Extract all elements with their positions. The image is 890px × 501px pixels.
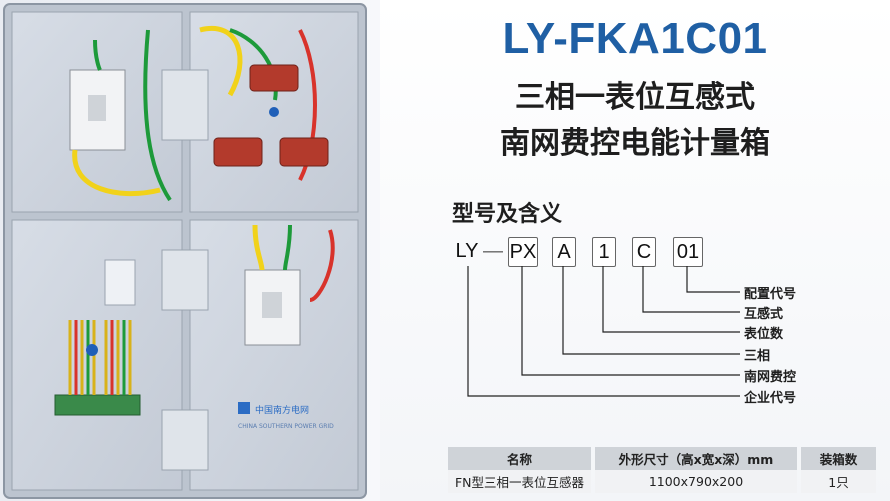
header-name: 名称 [448, 447, 591, 470]
header-quantity: 装箱数 [801, 447, 876, 470]
logo-subtext: CHINA SOUTHERN POWER GRID [238, 423, 334, 430]
cell-name: FN型三相一表位互感器 [448, 470, 591, 493]
code-segment-a: A [552, 237, 576, 267]
logo-text: 中国南方电网 [255, 404, 309, 416]
product-photo: 中国南方电网 CHINA SOUTHERN POWER GRID [0, 0, 380, 501]
legend-config-code: 配置代号 [744, 287, 797, 302]
product-title: LY-FKA1C01 [502, 14, 768, 63]
code-prefix: LY [455, 240, 479, 262]
code-dash: — [483, 240, 503, 262]
table-row: FN型三相一表位互感器 1100x790x200 1只 [448, 470, 876, 493]
model-meaning-heading: 型号及含义 [452, 202, 563, 227]
product-info-panel: LY-FKA1C01 三相一表位互感式 南网费控电能计量箱 型号及含义 LY —… [380, 0, 890, 501]
legend-transformer-type: 互感式 [744, 307, 784, 322]
subtitle-line-2: 南网费控电能计量箱 [500, 126, 770, 161]
legend-meter-positions: 表位数 [744, 327, 784, 342]
code-connector-lines [467, 266, 740, 397]
code-segment-01: 01 [673, 237, 703, 267]
code-segment-c: C [632, 237, 656, 267]
spec-table-header: 名称 外形尺寸（高x宽x深）mm 装箱数 [448, 447, 876, 470]
legend-three-phase: 三相 [744, 349, 771, 364]
header-dimensions: 外形尺寸（高x宽x深）mm [595, 447, 797, 470]
code-segment-1: 1 [592, 237, 616, 267]
code-segment-px: PX [508, 237, 538, 267]
legend-prepaid-control: 南网费控 [744, 370, 797, 385]
subtitle-line-1: 三相一表位互感式 [515, 80, 755, 115]
cell-quantity: 1只 [801, 470, 876, 493]
meter-box-illustration: 中国南方电网 CHINA SOUTHERN POWER GRID [3, 3, 367, 499]
legend-company-code: 企业代号 [744, 391, 797, 406]
cell-dimensions: 1100x790x200 [595, 470, 797, 493]
spec-table: 名称 外形尺寸（高x宽x深）mm 装箱数 FN型三相一表位互感器 1100x79… [448, 447, 876, 493]
